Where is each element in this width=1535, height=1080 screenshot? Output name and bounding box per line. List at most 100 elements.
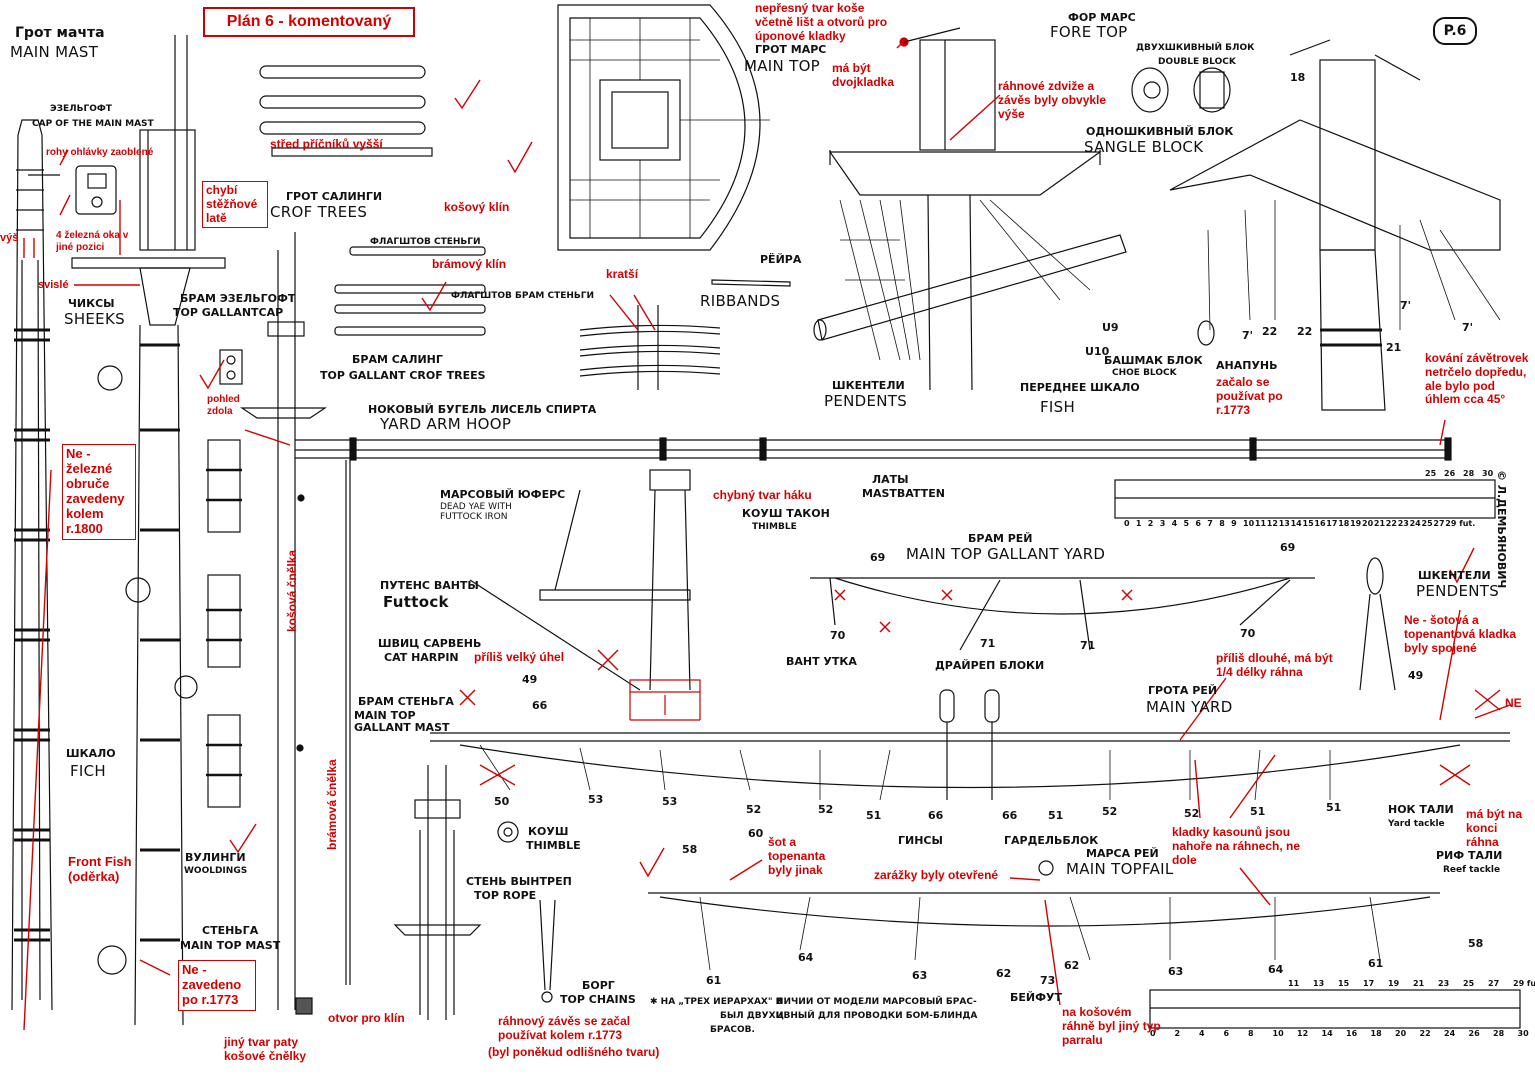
fore-top-label-ru: ФОР МАРС: [1068, 11, 1136, 24]
correction-marks: [23, 39, 1511, 1031]
part-number: 51: [1048, 809, 1064, 822]
scale-tick-label: 26: [1444, 469, 1456, 478]
note-ne-right: NE: [1505, 696, 1522, 710]
note-stred: střed příčníků vyšší: [270, 137, 383, 151]
scale-tick-label: 17: [1363, 979, 1375, 988]
part-number: 71: [1080, 639, 1096, 652]
scale-tick-label: 30: [1517, 1029, 1529, 1038]
anapun-label: АНАПУНЬ: [1216, 359, 1278, 372]
scale-tick-label: 29 fut.: [1513, 979, 1535, 988]
scale-tick-label: 25: [1463, 979, 1475, 988]
part-number: 66: [928, 809, 944, 822]
scale-tick-label: 20: [1395, 1029, 1407, 1038]
scale-tick-label: 15: [1302, 519, 1314, 528]
scale-tick-label: 21: [1373, 519, 1386, 528]
main-yard-label-ru: ГРОТА РЕЙ: [1148, 684, 1218, 697]
scale-tick-label: 30: [1482, 469, 1494, 478]
part-number: 62: [996, 967, 1012, 980]
plate-badge: P.6: [1433, 17, 1477, 45]
cat-harpin-label-ru: ШВИЦ САРВЕНЬ: [378, 637, 482, 650]
topmast-drawing: [393, 765, 519, 1020]
ribbands-label-ru: РЁЙРА: [760, 253, 802, 266]
pendents2-label-en: PENDENTS: [1416, 582, 1500, 600]
part-number: 49: [1408, 669, 1424, 682]
fish-label-ru: ШКАЛО: [66, 747, 116, 760]
part-number: 63: [1168, 965, 1184, 978]
top-rope-label-ru: СТЕНЬ ВЫНТРЕП: [466, 875, 572, 888]
cat-harpin-label-en: CAT HARPIN: [384, 651, 459, 664]
note-kosova-cnelka: košová čnělka: [285, 549, 299, 632]
part-number: 61: [706, 974, 722, 987]
part-number: 52: [746, 803, 762, 816]
note-jiny-tvar: jiný tvar paty košové čnělky: [224, 1035, 307, 1063]
main-top-label-en: MAIN TOP: [744, 57, 821, 75]
tg-crosstrees-label-en: TOP GALLANT CROF TREES: [320, 369, 486, 382]
part-number: 51: [1326, 801, 1342, 814]
copyright-mark: © Л.ДЕМЬЯНОВИЧ: [1495, 470, 1508, 589]
double-block-label-en: DOUBLE BLOCK: [1158, 57, 1236, 67]
part-number: 69: [1280, 541, 1296, 554]
scale-tick-label: 13: [1278, 519, 1290, 528]
part-number: 7': [1400, 299, 1412, 312]
ribbands-label-en: RIBBANDS: [700, 292, 781, 310]
scale-tick-label: 22: [1419, 1029, 1431, 1038]
yard-hoop-label-en: YARD ARM HOOP: [380, 415, 512, 433]
note-rohy: rohy ohlávky zaoblené: [46, 147, 154, 158]
top-rope-label-en: TOP ROPE: [474, 889, 537, 902]
part-number: U9: [1102, 321, 1119, 334]
thimble2-label-en: THIMBLE: [526, 839, 581, 852]
scale-tick-label: 10: [1243, 519, 1255, 528]
tg-mast-label-ru: БРАМ СТЕНЬГА: [358, 695, 454, 708]
note-vys: výš: [0, 232, 19, 244]
cap-label-en: CAP OF THE MAIN MAST: [32, 119, 154, 129]
note-prilis-uhel: příliš velký úhel: [474, 650, 565, 664]
part-number: 62: [1064, 959, 1080, 972]
part-number: 66: [532, 699, 548, 712]
topgallant-yard-drawing: [810, 577, 1315, 651]
futtock-assembly-drawing: [469, 469, 701, 721]
part-number: 49: [522, 673, 538, 686]
yard-tackle-label-ru: НОК ТАЛИ: [1388, 803, 1454, 816]
note-svisle: svislé: [38, 279, 69, 291]
plan-title: Plán 6 - komentovaný: [203, 7, 415, 37]
part-number: 52: [1184, 807, 1200, 820]
scale-bar-1: [1114, 479, 1496, 519]
mastbatten-label-ru: ЛАТЫ: [872, 473, 909, 486]
tg-yard-label-en: MAIN TOP GALLANT YARD: [906, 545, 1106, 563]
reef-tackle-label-ru: РИФ ТАЛИ: [1436, 849, 1503, 862]
note-rahnove: ráhnové zdviže a závěs byly obvykle výše: [998, 79, 1107, 121]
main-top-label-ru: ГРОТ МАРС: [755, 43, 827, 56]
woolding-drawings: [206, 349, 243, 808]
topsail-yard-label-en: MAIN TOPFAIL: [1066, 860, 1174, 878]
scale-tick-label: 27: [1488, 979, 1500, 988]
part-number: 60: [748, 827, 764, 840]
part-number: 50: [494, 795, 510, 808]
scale-tick-label: 24: [1444, 1029, 1456, 1038]
main-mast-drawing: [11, 119, 53, 1011]
scale-tick-label: 8: [1219, 519, 1225, 528]
note-ne-sotova: Ne - šotová a topenantová kladka byly sp…: [1404, 613, 1517, 655]
scale-tick-label: 8: [1248, 1029, 1254, 1038]
footnote-1: ✱ НА „ТРЕХ ИЕРАРХАХ" В: [650, 997, 783, 1007]
part-number: 18: [1290, 71, 1306, 84]
part-number: 64: [1268, 963, 1284, 976]
scale-tick-label: 27: [1433, 519, 1445, 528]
mastbatten-label-en: MASTBATTEN: [862, 487, 945, 500]
footnote-1b: БЫЛ ДВУХЦ: [720, 1011, 784, 1021]
note-prilis-dlouhe: příliš dlouhé, má být 1/4 délky ráhna: [1216, 651, 1333, 679]
thimble-label-en: THIMBLE: [752, 522, 797, 532]
scale-tick-label: 14: [1321, 1029, 1333, 1038]
note-chybny-hak: chybný tvar háku: [713, 488, 812, 502]
topmast-label-ru: СТЕНЬГА: [202, 924, 259, 937]
part-number: 58: [1468, 937, 1484, 950]
note-ne-zavedeno: Ne - zavedeno po r.1773: [178, 960, 256, 1011]
scale-tick-label: 10: [1272, 1029, 1284, 1038]
flagstaff-label-1: ФЛАГШТОВ СТЕНЬГИ: [370, 237, 481, 247]
cheeks-label-ru: ЧИКСЫ: [68, 297, 115, 310]
thimble-label-ru: КОУШ ТАКОН: [742, 507, 830, 520]
note-ne-obruce: Ne - železné obruče zavedeny kolem r.180…: [62, 444, 136, 540]
scale-tick-label: 24: [1409, 519, 1421, 528]
scale-tick-label: 12: [1297, 1029, 1309, 1038]
fore-fish-label-ru: ПЕРЕДНЕЕ ШКАЛО: [1020, 381, 1140, 394]
main-top-drawing: [557, 4, 770, 251]
